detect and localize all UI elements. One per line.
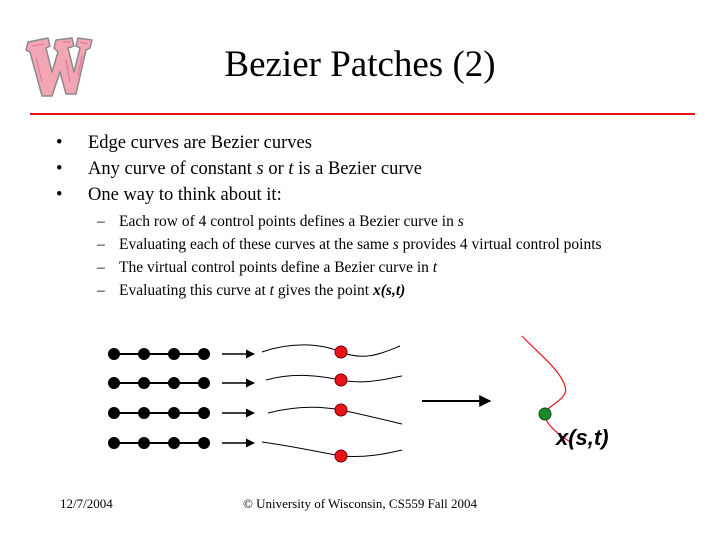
sub-bullet-item: – The virtual control points define a Be… bbox=[56, 258, 664, 278]
control-point bbox=[138, 377, 150, 389]
control-point bbox=[198, 407, 210, 419]
variable-t: t bbox=[288, 159, 294, 179]
bullet-item: • One way to think about it: – Each row … bbox=[56, 182, 696, 301]
control-point bbox=[138, 348, 150, 360]
bullet-dot-icon: • bbox=[56, 159, 63, 179]
virtual-control-point bbox=[334, 345, 348, 359]
sub-bullet-text: provides 4 virtual control points bbox=[398, 236, 602, 253]
footer-date: 12/7/2004 bbox=[60, 496, 113, 511]
variable-t: t bbox=[432, 259, 438, 276]
dash-icon: – bbox=[97, 282, 105, 299]
footer-copyright: © University of Wisconsin, CS559 Fall 20… bbox=[242, 496, 478, 511]
bullet-text: Edge curves are Bezier curves bbox=[88, 133, 312, 153]
variable-s: s bbox=[256, 159, 264, 179]
control-point bbox=[168, 407, 180, 419]
bullet-text: is a Bezier curve bbox=[293, 159, 422, 179]
sub-bullet-text: Evaluating this curve at bbox=[119, 282, 270, 299]
control-point bbox=[168, 348, 180, 360]
bullet-list: • Edge curves are Bezier curves • Any cu… bbox=[56, 130, 696, 304]
row-curve bbox=[261, 344, 401, 357]
control-point bbox=[138, 407, 150, 419]
dash-icon: – bbox=[97, 259, 105, 276]
virtual-control-point bbox=[334, 449, 348, 463]
bullet-dot-icon: • bbox=[56, 185, 63, 205]
control-point-grid bbox=[108, 348, 210, 449]
control-point bbox=[168, 437, 180, 449]
dash-icon: – bbox=[97, 213, 105, 230]
wisconsin-w-logo-icon bbox=[25, 37, 93, 97]
sub-bullet-item: – Evaluating this curve at t gives the p… bbox=[56, 281, 664, 301]
result-point bbox=[538, 407, 552, 421]
slide-title: Bezier Patches (2) bbox=[224, 44, 496, 85]
title-divider bbox=[30, 113, 695, 115]
row-arrows bbox=[222, 349, 255, 448]
control-point bbox=[108, 437, 120, 449]
bullet-text: One way to think about it: bbox=[88, 185, 282, 205]
variable-t: t bbox=[269, 282, 274, 299]
sub-bullet-text: The virtual control points define a Bezi… bbox=[119, 259, 433, 276]
bullet-text: Any curve of constant bbox=[88, 159, 257, 179]
bullet-dot-icon: • bbox=[56, 133, 63, 153]
sub-bullet-list: – Each row of 4 control points defines a… bbox=[56, 212, 664, 301]
control-point bbox=[198, 377, 210, 389]
t-curve bbox=[521, 335, 571, 443]
sub-bullet-text: Evaluating each of these curves at the s… bbox=[119, 236, 393, 253]
row-curves bbox=[261, 344, 403, 457]
sub-bullet-item: – Evaluating each of these curves at the… bbox=[56, 235, 664, 255]
bullet-text: or bbox=[263, 159, 289, 179]
row-curve bbox=[261, 441, 403, 457]
bezier-patch-diagram bbox=[108, 335, 571, 463]
row-curve bbox=[265, 374, 403, 383]
virtual-control-point bbox=[334, 373, 348, 387]
bullet-item: • Edge curves are Bezier curves bbox=[56, 130, 696, 156]
control-point bbox=[108, 377, 120, 389]
control-point bbox=[108, 348, 120, 360]
sub-bullet-text: gives the point bbox=[273, 282, 373, 299]
bullet-item: • Any curve of constant s or t is a Bezi… bbox=[56, 156, 696, 182]
variable-s: s bbox=[457, 213, 464, 230]
control-point bbox=[198, 348, 210, 360]
control-point bbox=[138, 437, 150, 449]
variable-s: s bbox=[392, 236, 399, 253]
sub-bullet-item: – Each row of 4 control points defines a… bbox=[56, 212, 664, 232]
virtual-control-points bbox=[334, 345, 348, 463]
point-x-st: x(s,t) bbox=[373, 282, 406, 299]
control-point bbox=[108, 407, 120, 419]
dash-icon: – bbox=[97, 236, 105, 253]
control-point bbox=[198, 437, 210, 449]
sub-bullet-text: Each row of 4 control points defines a B… bbox=[119, 213, 458, 230]
virtual-control-point bbox=[334, 403, 348, 417]
control-point bbox=[168, 377, 180, 389]
point-label: x(s,t) bbox=[556, 425, 609, 450]
